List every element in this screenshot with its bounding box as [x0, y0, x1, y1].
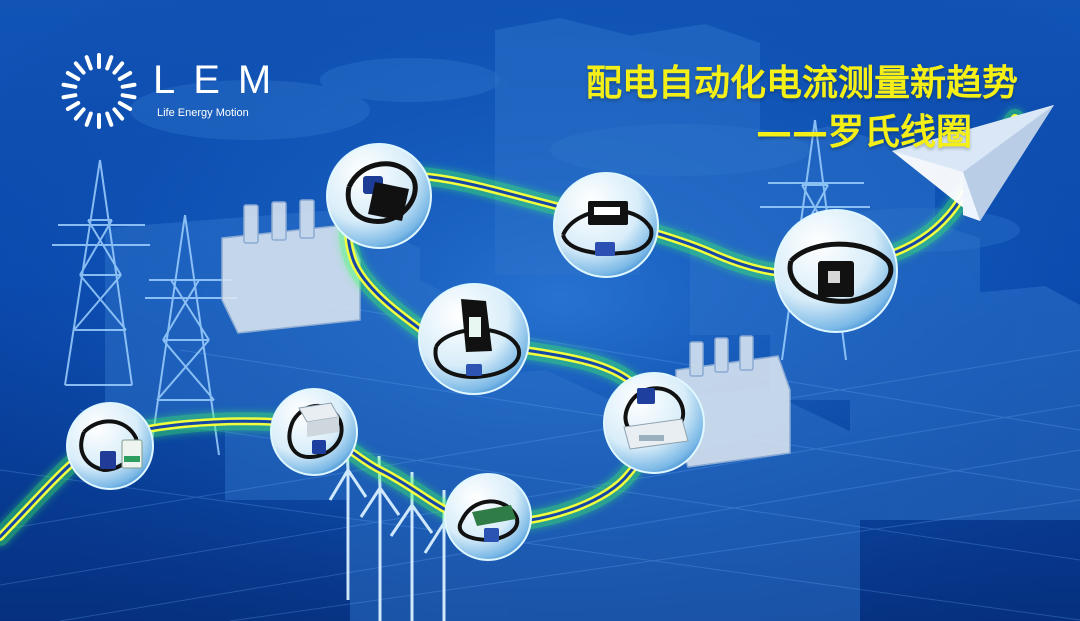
logo-wordmark: LEM — [153, 58, 290, 102]
sensor-bubble-top-left — [326, 143, 432, 249]
headline: 配电自动化电流测量新趋势 ——罗氏线圈 — [488, 62, 1018, 154]
headline-line-2: ——罗氏线圈 — [755, 112, 972, 154]
logo-tagline: Life Energy Motion — [157, 107, 249, 119]
sensor-bubble-center-bottom — [444, 473, 532, 561]
sensor-bubble-center — [418, 283, 530, 395]
wind-turbine-icon — [328, 439, 467, 621]
lem-sunburst-logo-icon — [61, 53, 137, 129]
paper-plane-icon — [892, 105, 1054, 221]
sensor-bubble-center-top — [553, 172, 659, 278]
company-logo: LEM Life Energy Motion — [61, 50, 301, 140]
headline-line-1: 配电自动化电流测量新趋势 — [585, 63, 1018, 104]
sensor-bubble-mid-left — [270, 388, 358, 476]
sensor-bubble-left — [66, 402, 154, 490]
power-transformer-icon — [221, 199, 791, 468]
sensor-bubble-lower-right — [603, 372, 705, 474]
sensor-bubble-right — [774, 209, 898, 333]
